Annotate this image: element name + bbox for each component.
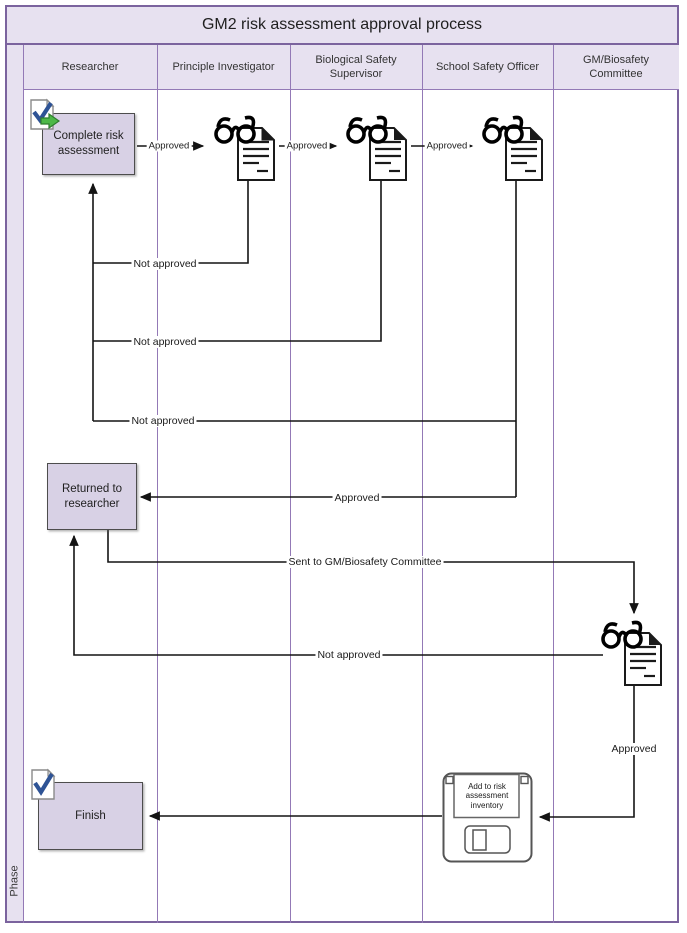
lane-divider-4 (553, 45, 554, 923)
node-complete-risk-assessment-label: Complete risk assessment (53, 130, 124, 157)
node-add-to-inventory-label: Add to risk assessment inventory (465, 781, 509, 810)
review-glasses-document-icon (214, 115, 276, 181)
edge-label-not-approved-3: Not approved (129, 415, 197, 427)
phase-divider-line (23, 45, 24, 923)
diagram-title: GM2 risk assessment approval process (201, 16, 483, 33)
header-bottom-line (23, 89, 679, 90)
node-returned-to-researcher-label: Returned to researcher (61, 482, 123, 510)
lane-divider-2 (290, 45, 291, 923)
phase-label: Phase (9, 865, 22, 897)
node-finish-label: Finish (75, 809, 106, 822)
node-complete-risk-assessment: Complete risk assessment (42, 113, 135, 175)
save-floppy-icon (442, 772, 533, 863)
edge-label-approved-5: Approved (609, 743, 659, 755)
lane-header-biological-safety-supervisor: Biological Safety Supervisor (290, 45, 422, 89)
review-glasses-document-icon (482, 115, 543, 181)
edge-label-approved-1: Approved (146, 140, 192, 152)
edge-label-not-approved-4: Not approved (315, 649, 383, 661)
edge-label-not-approved-1: Not approved (131, 258, 199, 270)
diagram-title-bar: GM2 risk assessment approval process (5, 5, 679, 45)
phase-strip: Phase (7, 45, 23, 921)
edge-label-approved-2: Approved (284, 140, 330, 152)
edge-label-not-approved-2: Not approved (131, 336, 199, 348)
review-glasses-document-icon (601, 620, 662, 686)
task-complete-icon (31, 768, 56, 800)
edge-label-sent-to-committee: Sent to GM/Biosafety Committee (286, 556, 444, 568)
lane-header-school-safety-officer: School Safety Officer (422, 45, 553, 89)
lane-header-researcher: Researcher (23, 45, 157, 89)
lane-header-gm-biosafety-committee: GM/Biosafety Committee (553, 45, 679, 89)
node-returned-to-researcher: Returned to researcher (47, 463, 137, 530)
lane-divider-1 (157, 45, 158, 923)
lane-header-principle-investigator: Principle Investigator (157, 45, 290, 89)
edge-label-approved-3: Approved (424, 140, 470, 152)
edge-label-approved-4: Approved (332, 492, 382, 504)
task-start-icon (30, 98, 61, 130)
review-glasses-document-icon (346, 115, 407, 181)
node-finish: Finish (38, 782, 143, 850)
lane-divider-3 (422, 45, 423, 923)
